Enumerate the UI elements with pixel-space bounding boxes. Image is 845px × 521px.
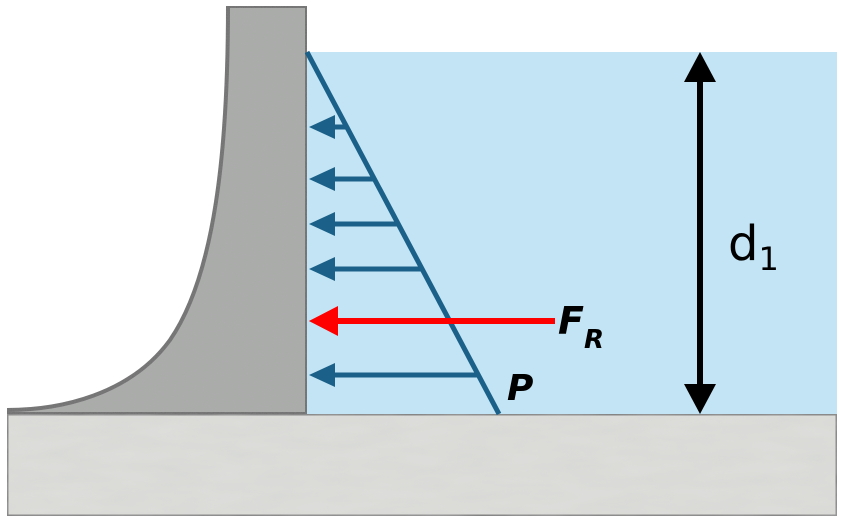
depth-dimension-arrow <box>684 52 716 414</box>
depth-label: d1 <box>728 216 779 278</box>
pressure-arrow <box>309 115 347 139</box>
pressure-label: P <box>507 368 533 409</box>
pressure-distribution-line <box>304 50 502 416</box>
pressure-arrow <box>309 257 423 281</box>
dam <box>5 3 309 416</box>
pressure-arrow <box>309 363 479 387</box>
pressure-arrow <box>309 167 375 191</box>
pressure-arrow <box>309 212 399 236</box>
water <box>307 52 837 414</box>
resultant-force-label: FR <box>558 299 604 355</box>
resultant-force-arrow <box>309 306 555 336</box>
ground <box>5 412 839 518</box>
